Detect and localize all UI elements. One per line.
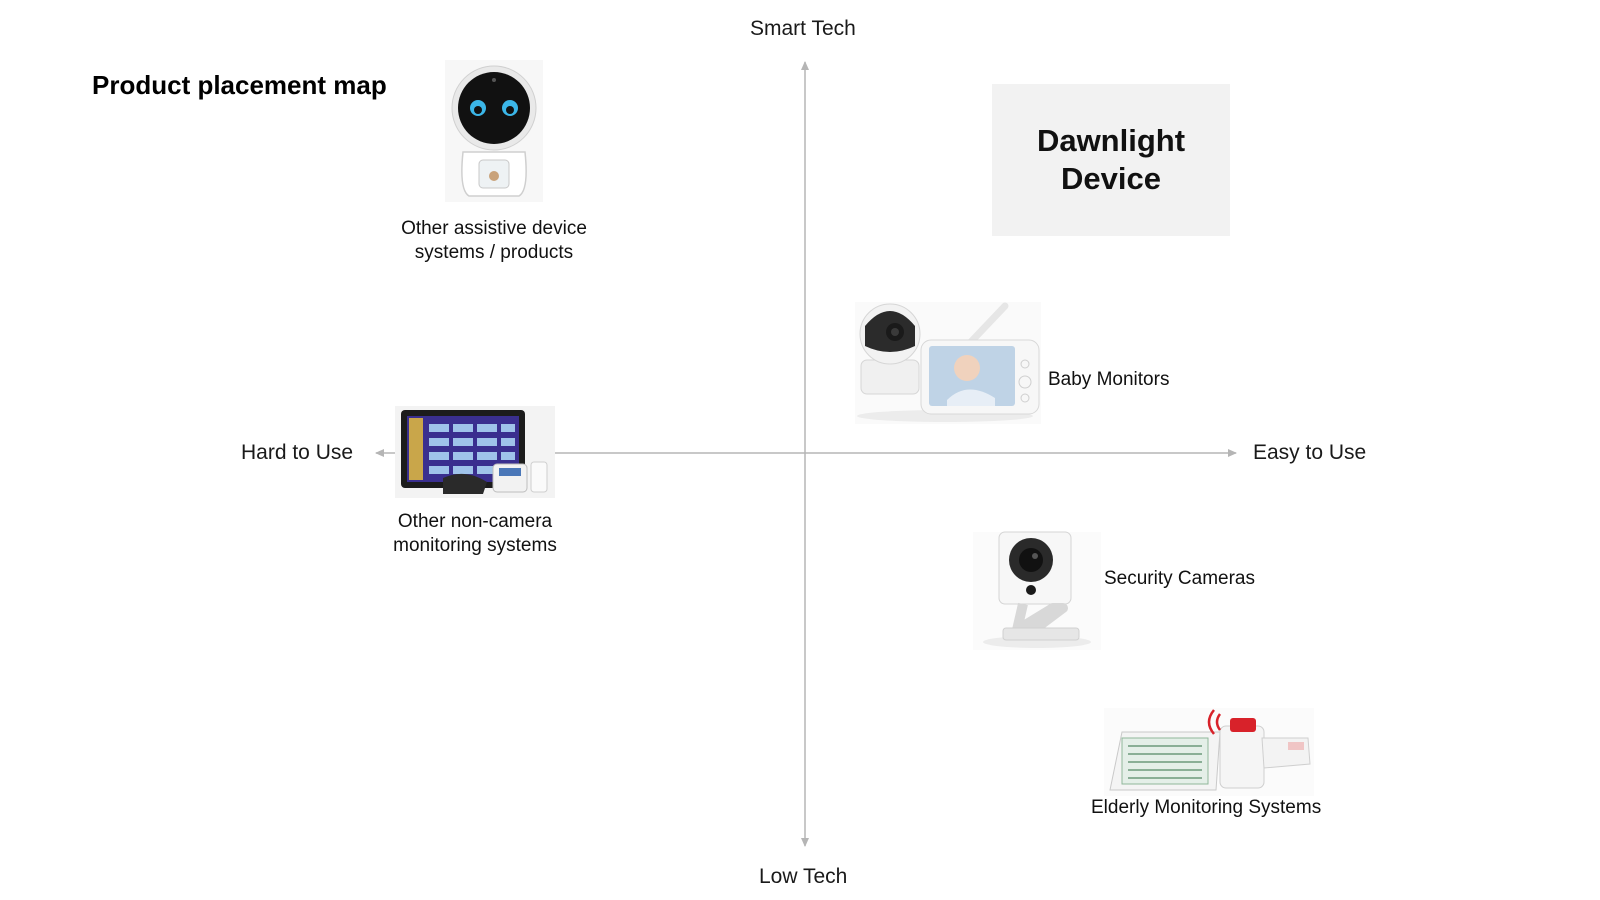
axis-label-right: Easy to Use	[1253, 441, 1367, 464]
axis-label-top: Smart Tech	[750, 17, 856, 40]
robot-device-icon	[445, 60, 543, 202]
caption-security-cameras: Security Cameras	[1104, 568, 1255, 589]
axis-label-bottom: Low Tech	[759, 865, 848, 888]
caption-baby-monitors: Baby Monitors	[1048, 369, 1170, 390]
caption-assistive-devices: Other assistive device systems / product…	[401, 218, 587, 263]
alarm-pad-icon	[1104, 708, 1314, 796]
caption-elderly-monitoring: Elderly Monitoring Systems	[1091, 797, 1322, 818]
page-title: Product placement map	[92, 70, 387, 100]
security-camera-icon	[973, 531, 1101, 650]
axis-label-left: Hard to Use	[241, 441, 354, 464]
baby-monitor-icon	[855, 302, 1041, 424]
caption-non-camera-systems: Other non-camera monitoring systems	[393, 511, 557, 556]
tablet-monitor-icon	[395, 406, 555, 498]
